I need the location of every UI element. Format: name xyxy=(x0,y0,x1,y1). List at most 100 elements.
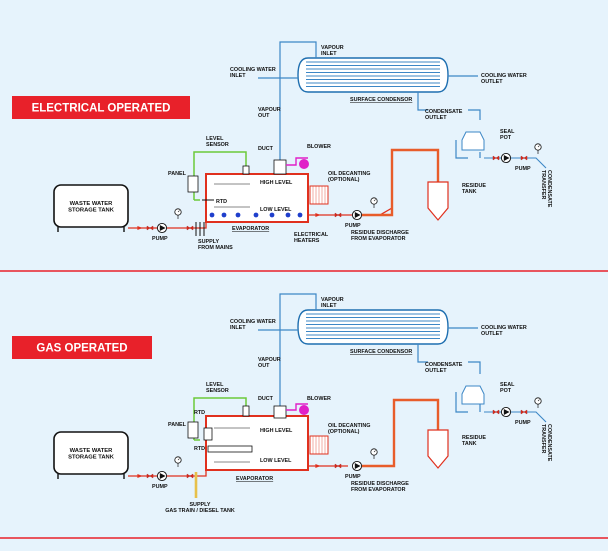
pressure-gauge-icon xyxy=(534,397,542,409)
rtd2-label: RTD xyxy=(194,446,205,452)
right-pump-label: PUMP xyxy=(515,166,531,172)
flow-arrow-icon xyxy=(137,226,143,230)
burner-fire-tube xyxy=(207,445,253,453)
gas-operated-section: GAS OPERATED xyxy=(12,293,552,514)
panel-label: PANEL xyxy=(168,422,187,428)
electrical-heaters xyxy=(209,212,303,218)
surface-condensor-label: SURFACE CONDENSOR xyxy=(350,349,412,355)
low-level-label: LOW LEVEL xyxy=(260,458,292,464)
level-sensor xyxy=(242,165,250,175)
supply-cables xyxy=(195,222,205,236)
blower-icon xyxy=(299,159,309,169)
mid-pump-icon xyxy=(351,460,363,472)
section-banner xyxy=(12,336,152,359)
oil-decanting-label: OIL DECANTING(OPTIONAL) xyxy=(328,423,370,435)
surface-condensor xyxy=(297,309,449,345)
condensate-transfer-label: CONDENSATETRANSFER xyxy=(540,170,552,208)
high-level-label: HIGH LEVEL xyxy=(260,428,293,434)
condensate-transfer-label: CONDENSATETRANSFER xyxy=(540,424,552,462)
right-pump-icon xyxy=(500,406,512,418)
section-banner xyxy=(12,96,190,119)
duct xyxy=(273,405,287,419)
rtd-label: RTD xyxy=(216,199,227,205)
control-panel xyxy=(187,175,199,193)
panel-label: PANEL xyxy=(168,171,187,177)
control-panel xyxy=(187,421,199,439)
blower-duct xyxy=(286,403,308,411)
flow-arrow-icon xyxy=(315,213,321,217)
duct-label: DUCT xyxy=(258,146,274,152)
pressure-gauge-icon xyxy=(174,456,182,468)
section-banner-label: GAS OPERATED xyxy=(36,343,127,355)
right-pump-icon xyxy=(500,152,512,164)
mid-pump-label: PUMP xyxy=(345,223,361,229)
rtd-sensor xyxy=(203,427,213,441)
residue-pipes xyxy=(362,148,440,217)
right-pump-label: PUMP xyxy=(515,420,531,426)
left-pump-label: PUMP xyxy=(152,236,168,242)
surface-condensor xyxy=(297,57,449,93)
evaporator-label: EVAPORATOR xyxy=(236,476,273,482)
valve-icon xyxy=(520,155,528,161)
mid-pump-label: PUMP xyxy=(345,474,361,480)
valve-icon xyxy=(146,225,154,231)
control-wiring xyxy=(193,397,247,441)
residue-pipes xyxy=(362,398,440,468)
blower-label: BLOWER xyxy=(307,396,331,402)
high-level-label: HIGH LEVEL xyxy=(260,180,293,186)
valve-icon xyxy=(186,225,194,231)
valve-icon xyxy=(186,473,194,479)
left-pump-icon xyxy=(156,470,168,482)
electrical-operated-section: ELECTRICAL OPERATED xyxy=(12,41,552,251)
valve-icon xyxy=(334,463,342,469)
pressure-gauge-icon xyxy=(370,448,378,460)
section-banner-label: ELECTRICAL OPERATED xyxy=(32,103,171,115)
residue-tank xyxy=(427,181,449,221)
blower-duct xyxy=(286,157,308,166)
level-sensor xyxy=(242,405,250,417)
evaporator-label: EVAPORATOR xyxy=(232,226,269,232)
waste-water-storage-tank xyxy=(53,431,129,475)
condensor-pipes xyxy=(258,293,481,413)
seal-pot xyxy=(461,131,485,151)
seal-pot xyxy=(461,385,485,405)
oil-decanting-label: OIL DECANTING(OPTIONAL) xyxy=(328,171,370,183)
flow-arrow-icon xyxy=(137,474,143,478)
mid-pump-icon xyxy=(351,209,363,221)
rtd-label: RTD xyxy=(194,410,205,416)
evaporator-vessel xyxy=(205,415,309,471)
residue-tank xyxy=(427,429,449,469)
pressure-gauge-icon xyxy=(174,208,182,220)
left-pump-icon xyxy=(156,222,168,234)
valve-icon xyxy=(334,212,342,218)
valve-icon xyxy=(492,409,500,415)
pressure-gauge-icon xyxy=(534,143,542,155)
left-pump-label: PUMP xyxy=(152,484,168,490)
low-level-label: LOW LEVEL xyxy=(260,207,292,213)
blower-label: BLOWER xyxy=(307,144,331,150)
pressure-gauge-icon xyxy=(370,197,378,209)
waste-water-storage-tank xyxy=(53,184,129,228)
valve-icon xyxy=(146,473,154,479)
